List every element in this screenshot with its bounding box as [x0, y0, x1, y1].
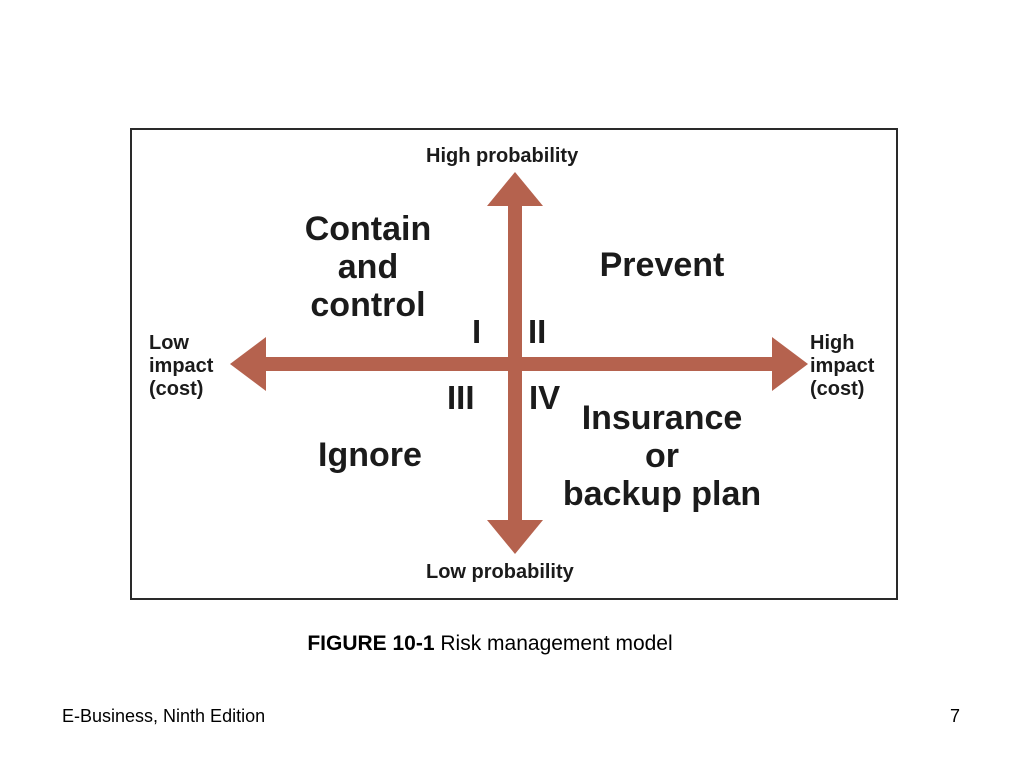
- quadrant-1-numeral: I: [472, 313, 482, 350]
- quadrant-4-numeral: IV: [529, 379, 561, 416]
- figure-number: FIGURE 10-1: [307, 632, 435, 655]
- quadrant-2-numeral: II: [528, 313, 547, 350]
- quadrant-4-line: Insurance: [581, 399, 743, 437]
- axis-label-right-line: (cost): [810, 378, 865, 400]
- axis-label-right: High impact (cost): [810, 332, 874, 401]
- quadrant-1-strategy: Contain and control: [284, 210, 452, 324]
- arrow-up-head: [487, 172, 543, 206]
- axis-label-left: Low impact (cost): [149, 332, 213, 401]
- horizontal-axis-shaft: [264, 357, 776, 371]
- quadrant-4-line: or: [645, 437, 679, 475]
- axis-label-left-line: impact: [149, 355, 214, 377]
- axis-label-left-line: Low: [149, 332, 189, 354]
- figure-frame: [130, 128, 898, 600]
- axis-label-left-line: (cost): [149, 378, 204, 400]
- quadrant-1-line: and: [337, 248, 399, 286]
- quadrant-4-strategy: Insurance or backup plan: [548, 399, 776, 513]
- figure-caption: FIGURE 10-1 Risk management model: [0, 632, 980, 656]
- quadrant-1-line: control: [310, 286, 426, 324]
- arrow-down-head: [487, 520, 543, 554]
- footer-page-number: 7: [950, 706, 961, 726]
- quadrant-3-numeral: III: [447, 379, 475, 416]
- axis-label-right-line: High: [810, 332, 855, 354]
- arrow-right-head: [772, 337, 808, 391]
- quadrant-4-line: backup plan: [562, 475, 762, 513]
- quadrant-3-line: Ignore: [318, 436, 422, 474]
- quadrant-2-line: Prevent: [599, 246, 725, 284]
- axis-label-right-line: impact: [810, 355, 875, 377]
- figure-title: Risk management model: [440, 632, 673, 655]
- quadrant-2-strategy: Prevent: [572, 246, 752, 284]
- quadrant-3-strategy: Ignore: [290, 436, 450, 474]
- footer-book-title: E-Business, Ninth Edition: [62, 706, 266, 726]
- axis-label-bottom: Low probability: [426, 561, 574, 583]
- quadrant-1-line: Contain: [304, 210, 432, 248]
- arrow-left-head: [230, 337, 266, 391]
- axis-label-top: High probability: [426, 145, 579, 167]
